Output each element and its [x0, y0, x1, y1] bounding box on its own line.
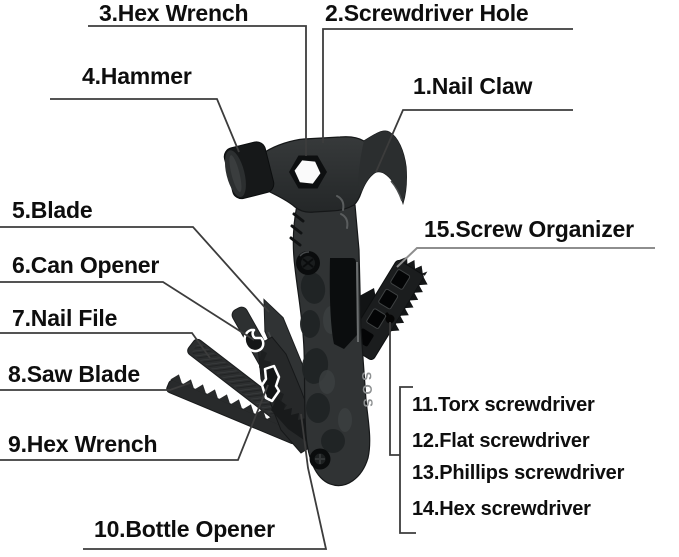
- label-screw-organizer: 15.Screw Organizer: [424, 216, 634, 242]
- label-blade: 5.Blade: [12, 197, 93, 223]
- organizer-pin: [385, 314, 395, 324]
- label-nail-file: 7.Nail File: [12, 305, 118, 331]
- top-bolt: [296, 251, 320, 275]
- leader-lines: [0, 25, 573, 550]
- leader-line-screwdrivers: [389, 322, 400, 456]
- leader-line-hex-wrench-top: [88, 25, 307, 156]
- handle-panel: [329, 258, 357, 349]
- hex-cutout: [260, 364, 281, 403]
- leader-line-nail-claw: [375, 109, 573, 173]
- label-bottle-opener: 10.Bottle Opener: [94, 516, 275, 542]
- label-screwdriver-hole: 2.Screwdriver Hole: [325, 0, 529, 26]
- leader-line-can-opener: [0, 281, 255, 341]
- hex-wrench-hole: [289, 155, 327, 189]
- tool-marking-text: SOS: [359, 371, 376, 411]
- label-torx-screwdriver: 11.Torx screwdriver: [412, 394, 595, 416]
- label-hammer: 4.Hammer: [82, 63, 192, 89]
- leader-line-screwdriver-hole: [322, 28, 573, 143]
- nail-claw: [358, 131, 407, 203]
- handle-texture: [300, 272, 345, 453]
- label-hex-wrench-side: 9.Hex Wrench: [8, 431, 158, 457]
- label-can-opener: 6.Can Opener: [12, 252, 160, 278]
- leader-line-saw-blade: [0, 382, 191, 391]
- neck-notches: [289, 212, 305, 247]
- can-opener-cutout: [243, 328, 265, 353]
- label-phillips-screwdriver: 13.Phillips screwdriver: [412, 462, 625, 484]
- panel-edge-highlight: [356, 261, 359, 343]
- grip-grooves: [336, 195, 349, 229]
- claw-highlight: [390, 180, 403, 202]
- fanned-tools: [166, 298, 331, 454]
- leader-line-hammer: [50, 98, 240, 153]
- hammer-body: SOS: [223, 130, 407, 487]
- label-nail-claw: 1.Nail Claw: [413, 73, 533, 99]
- label-hex-wrench-top: 3.Hex Wrench: [99, 0, 249, 26]
- label-flat-screwdriver: 12.Flat screwdriver: [412, 430, 590, 452]
- screwdriver-bracket: [399, 386, 416, 534]
- leader-line-blade: [0, 226, 270, 313]
- leader-line-nail-file: [0, 332, 211, 359]
- leader-line-hex-wrench-side: [0, 384, 269, 461]
- label-saw-blade: 8.Saw Blade: [8, 361, 141, 387]
- bottom-bolt: [309, 448, 331, 470]
- leader-line-bottle-opener: [83, 413, 328, 550]
- label-hex-screwdriver: 14.Hex screwdriver: [412, 498, 591, 520]
- hammer-face: [223, 141, 275, 200]
- leader-line-screw-organizer: [396, 247, 655, 268]
